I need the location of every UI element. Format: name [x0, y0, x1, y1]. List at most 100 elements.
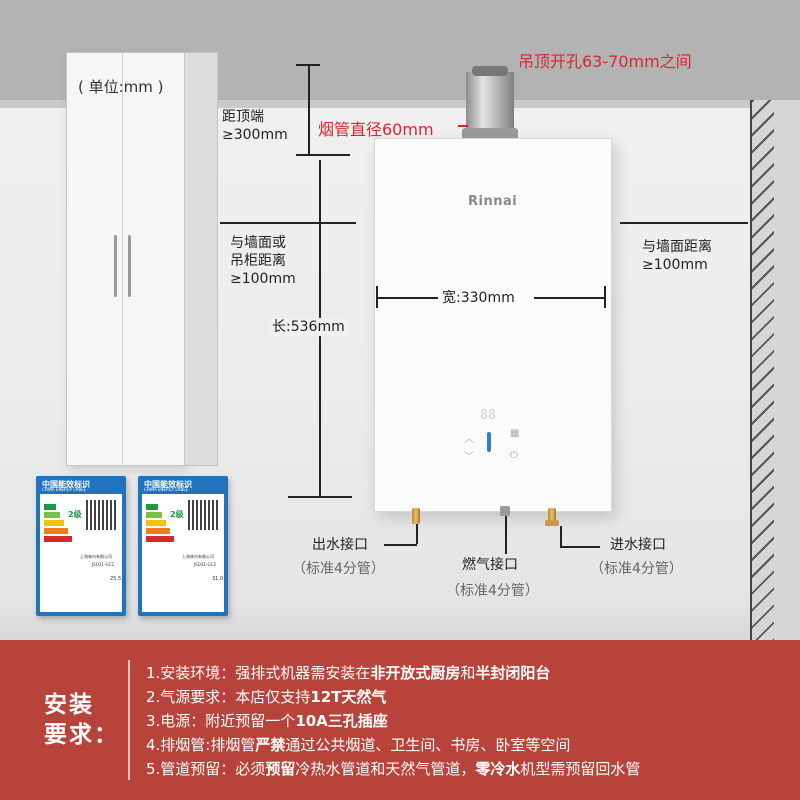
left-clearance-line1: 与墙面或: [230, 235, 286, 251]
top-clearance-line: [308, 64, 310, 154]
mode-icon: ▦: [510, 428, 520, 439]
width-tick-right: [604, 286, 606, 308]
energy-label-1-model: JSQ31-GC2: [92, 562, 114, 567]
gas-spec: （标准4分管）: [446, 583, 539, 599]
height-label: 长:536mm: [270, 318, 347, 336]
left-clearance-line: [220, 222, 356, 224]
requirement-item-5: 5.管道预留：必须预留冷热水管道和天然气管道，零冷水机型需预留回水管: [146, 758, 640, 779]
flue-diameter-arrow: [458, 125, 468, 127]
energy-label-1-grade: 2级: [68, 510, 82, 519]
ceiling-hole-label: 吊顶开孔63-70mm之间: [518, 52, 692, 71]
chevron-up-icon: ︿: [464, 434, 474, 445]
req5-bold2: 零冷水: [475, 760, 521, 778]
width-dimension-line-left: [378, 297, 438, 299]
digital-display: 88: [480, 408, 496, 423]
right-clearance-line: [620, 222, 748, 224]
brand-logo: Rinnai: [468, 194, 518, 209]
flue-pipe-ring: [462, 128, 518, 140]
right-clearance-line2: ≥100mm: [642, 257, 708, 273]
req2-prefix: 2.气源要求：本店仅支持: [146, 688, 311, 706]
water-in-spec: （标准4分管）: [590, 561, 683, 577]
left-clearance-label: 与墙面或 吊柜距离 ≥100mm: [230, 234, 296, 288]
water-in-leader-h: [560, 546, 600, 548]
gas-fitting: [500, 506, 510, 516]
requirements-divider: [128, 660, 130, 780]
top-clearance-line1: 距顶端: [222, 109, 264, 125]
req5-prefix: 5.管道预留：必须: [146, 760, 266, 778]
top-clearance-tick-top: [296, 64, 320, 66]
requirements-title-line2: 要求：: [44, 722, 119, 748]
left-clearance-line3: ≥100mm: [230, 271, 296, 287]
energy-label-2-subtitle: CHINA ENERGY LABEL: [144, 487, 188, 492]
water-heater-unit: [374, 138, 612, 512]
cabinet-handle-left: [114, 235, 117, 297]
req4-bold1: 严禁: [255, 736, 286, 754]
top-clearance-tick-bottom: [296, 154, 350, 156]
energy-label-1: 中国能效标识 CHINA ENERGY LABEL 2级 上海林内有限公司 JS…: [36, 476, 126, 616]
height-dimension-tick-bottom: [288, 496, 352, 498]
requirement-item-4: 4.排烟管:排烟管严禁通过公共烟道、卫生间、书房、卧室等空间: [146, 734, 570, 755]
req2-bold1: 12T天然气: [310, 688, 387, 706]
water-out-fitting: [412, 508, 420, 524]
control-indicator: [487, 432, 491, 452]
req1-prefix: 1.安装环境：强排式机器需安装在: [146, 664, 371, 682]
flue-diameter-label: 烟管直径60mm: [318, 120, 434, 139]
top-clearance-line2: ≥300mm: [222, 127, 288, 143]
ceiling-edge: [0, 100, 800, 108]
req4-prefix: 4.排烟管:排烟管: [146, 736, 256, 754]
requirements-band: [0, 640, 800, 800]
right-wall-hatching: [752, 100, 774, 640]
right-clearance-label: 与墙面距离 ≥100mm: [642, 238, 712, 274]
energy-label-1-qr: [86, 500, 116, 530]
water-out-spec: （标准4分管）: [292, 561, 385, 577]
requirement-item-3: 3.电源：附近预留一个10A三孔插座: [146, 710, 388, 731]
energy-label-2-qr: [188, 500, 218, 530]
req5-mid: 冷热水管道和天然气管道，: [295, 760, 476, 778]
energy-label-2-maker: 上海林内有限公司: [182, 554, 214, 559]
water-in-fitting: [548, 508, 556, 524]
water-out-name: 出水接口: [312, 537, 368, 553]
req1-mid: 和: [460, 664, 476, 682]
req3-prefix: 3.电源：附近预留一个: [146, 712, 296, 730]
width-label: 宽:330mm: [442, 290, 515, 306]
gas-name: 燃气接口: [462, 557, 518, 573]
left-clearance-line2: 吊柜距离: [230, 253, 286, 269]
water-in-name: 进水接口: [610, 537, 666, 553]
energy-label-2-model: JSQ31-GC2: [194, 562, 216, 567]
req5-bold1: 预留: [265, 760, 296, 778]
req1-bold2: 半封闭阳台: [475, 664, 551, 682]
energy-label-2: 中国能效标识 CHINA ENERGY LABEL 2级 上海林内有限公司 JS…: [138, 476, 228, 616]
cabinet-door-split: [122, 52, 123, 464]
water-out-leader-h: [384, 544, 417, 546]
width-dimension-line-right: [534, 297, 606, 299]
req3-bold1: 10A三孔插座: [295, 712, 388, 730]
requirements-title-line1: 安装: [44, 692, 94, 718]
energy-label-2-value: 31.0: [212, 576, 224, 582]
energy-label-2-grade: 2级: [170, 510, 184, 519]
unit-note: ( 单位:mm ): [78, 78, 164, 96]
flue-pipe-cap: [472, 66, 508, 76]
right-wall-line: [750, 100, 752, 640]
energy-label-1-maker: 上海林内有限公司: [80, 554, 112, 559]
req1-bold1: 非开放式厨房: [370, 664, 461, 682]
width-tick-left: [376, 286, 378, 308]
tall-cabinet: [66, 52, 186, 466]
water-in-leader-v: [560, 526, 562, 546]
requirements-title: 安装 要求：: [44, 690, 119, 750]
req5-suffix: 机型需预留回水管: [520, 760, 641, 778]
chevron-down-icon: ﹀: [464, 452, 474, 463]
energy-label-1-value: 25.5: [110, 576, 122, 582]
gas-leader-v: [505, 516, 507, 554]
req4-mid: 通过公共烟道、卫生间、书房、卧室等空间: [285, 736, 571, 754]
power-icon: ⏻: [510, 450, 518, 461]
requirement-item-2: 2.气源要求：本店仅支持12T天然气: [146, 686, 386, 707]
right-clearance-line1: 与墙面距离: [642, 239, 712, 255]
cabinet-handle-right: [128, 235, 131, 297]
requirement-item-1: 1.安装环境：强排式机器需安装在非开放式厨房和半封闭阳台: [146, 662, 550, 683]
water-out-leader-v: [416, 524, 418, 544]
top-clearance-label: 距顶端 ≥300mm: [222, 108, 288, 144]
cabinet-side-panel: [184, 52, 218, 466]
energy-label-1-title: 中国能效标识: [42, 480, 90, 489]
water-in-fitting-nut: [545, 520, 559, 526]
energy-label-1-subtitle: CHINA ENERGY LABEL: [42, 487, 86, 492]
